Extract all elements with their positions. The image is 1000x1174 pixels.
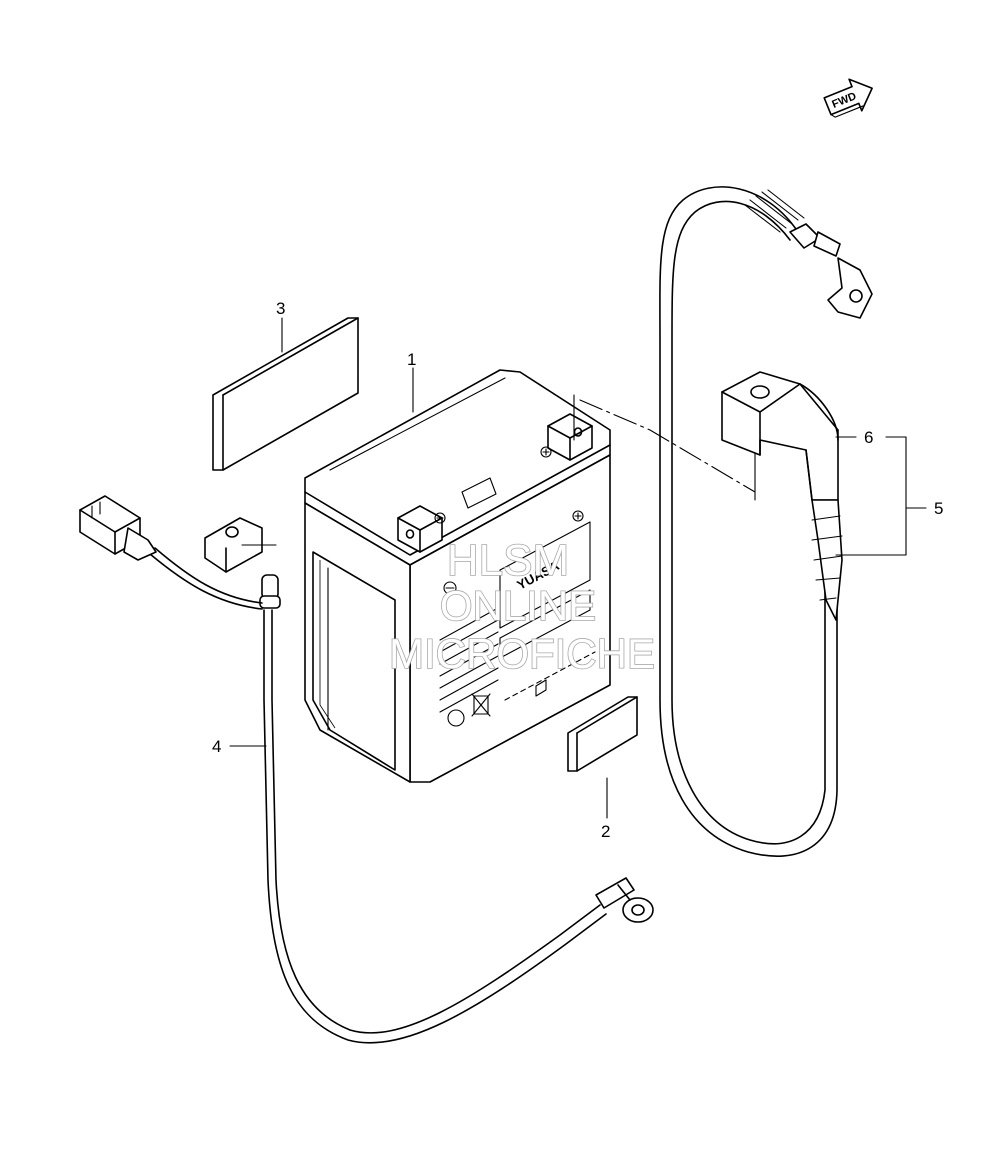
battery-pad-small[interactable]: [567, 696, 638, 772]
fwd-arrow-icon: FWD: [823, 78, 873, 118]
callout-3: 3: [276, 299, 285, 318]
positive-lead-assembly[interactable]: [659, 186, 873, 857]
callout-1: 1: [407, 350, 416, 369]
no-bin-icon: [473, 695, 489, 715]
watermark-line-2: ONLINE: [440, 582, 596, 629]
watermark-line-3: MICROFICHE: [389, 630, 655, 677]
callout-6: 6: [864, 428, 873, 447]
recycle-icon: [447, 709, 465, 727]
watermark-line-1: HLSM: [447, 536, 569, 585]
terminal-cover[interactable]: [721, 371, 839, 501]
ground-bracket[interactable]: [204, 517, 281, 609]
negative-lead[interactable]: [79, 495, 654, 1044]
callout-4: 4: [212, 737, 221, 756]
negative-terminal[interactable]: [397, 505, 443, 553]
callout-2: 2: [601, 822, 610, 841]
lead-coupler[interactable]: [79, 495, 157, 561]
positive-ring-terminal[interactable]: [789, 223, 873, 319]
watermark: HLSM ONLINE MICROFICHE: [388, 535, 656, 678]
battery[interactable]: YUASA: [304, 369, 611, 783]
negative-ring-terminal[interactable]: [595, 877, 654, 923]
leader-lines: [229, 317, 927, 819]
callout-5: 5: [934, 499, 943, 518]
battery-pad-large[interactable]: [212, 317, 359, 471]
